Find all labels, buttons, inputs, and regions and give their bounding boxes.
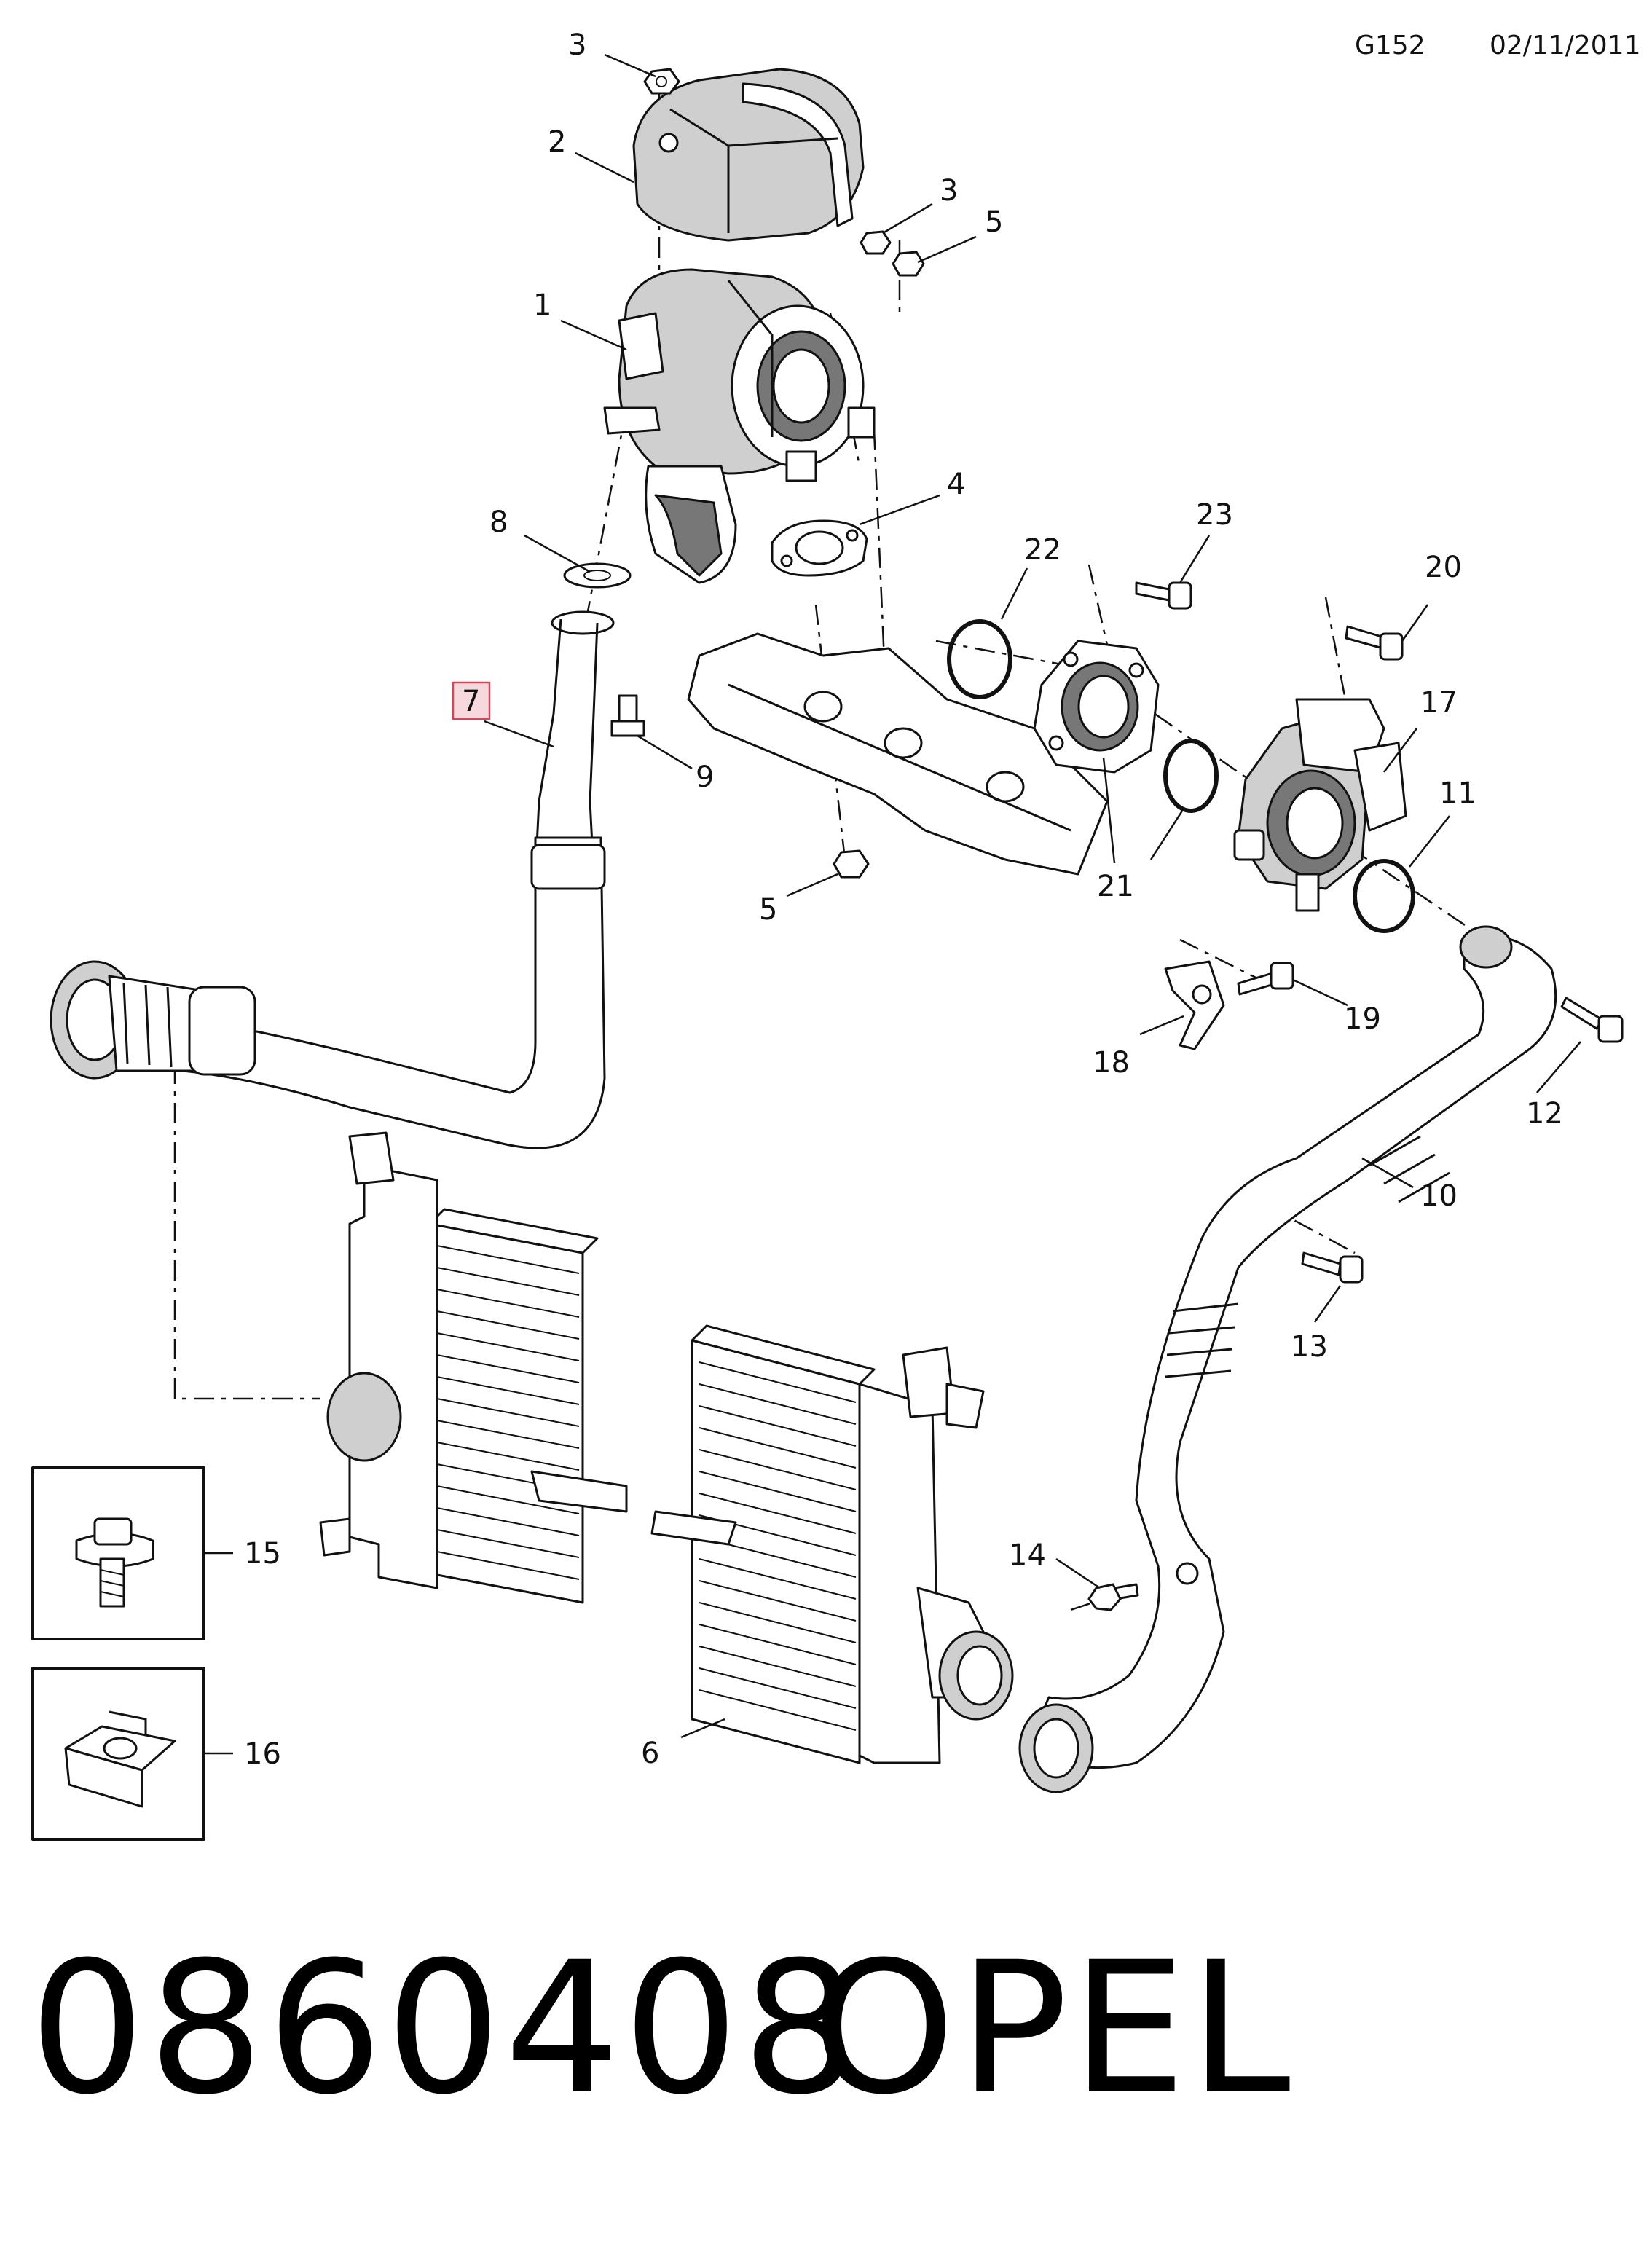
callout-9[interactable]: 9 [696,761,714,794]
leader-lines [204,53,1581,1755]
pipe-gasket-icon [551,562,632,635]
callout-21-left[interactable]: 21 [1097,870,1134,903]
callout-3-top[interactable]: 3 [568,28,586,62]
diagram-date: 02/11/2011 [1490,31,1641,60]
oil-pipe-icon [534,618,599,875]
callout-5-top[interactable]: 5 [985,205,1003,239]
highlight-box-7 [452,681,491,720]
intake-flange-icon [1033,640,1160,774]
bolt-icon [75,1517,154,1608]
callout-15[interactable]: 15 [244,1537,281,1571]
callout-22[interactable]: 22 [1024,533,1061,567]
callout-20[interactable]: 20 [1425,551,1462,584]
bolt-icon [1135,581,1192,610]
intercooler-icon [319,1131,628,1604]
callout-5-bottom[interactable]: 5 [759,893,777,927]
callout-16[interactable]: 16 [244,1737,281,1771]
bolt-icon [1087,1583,1139,1611]
charge-air-hose-icon [1018,925,1557,1793]
nut-icon [833,849,870,879]
callout-11[interactable]: 11 [1439,777,1476,810]
callout-3-right[interactable]: 3 [940,174,958,208]
exploded-view-drawing: 7 3 2 3 5 1 4 8 9 5 22 23 20 17 11 21 21… [31,28,1624,1841]
inset-box-16 [31,1667,205,1841]
callout-12[interactable]: 12 [1526,1097,1563,1131]
bolt-icon [1237,962,1294,996]
bolt-icon [1345,625,1404,661]
bolt-icon [1301,1251,1364,1284]
diagram-code: G152 [1355,31,1425,60]
intercooler-icon [650,1324,1014,1764]
brand-name: OPEL [812,1922,1294,2134]
turbocharger-icon [603,268,876,584]
callout-7[interactable]: 7 [462,685,480,718]
bracket-icon [1164,960,1225,1050]
heat-shield-icon [632,68,865,242]
gasket-icon [771,519,868,577]
bolt-icon [1560,997,1624,1043]
clip-nut-icon [64,1710,176,1808]
callout-labels: 7 3 2 3 5 1 4 8 9 5 22 23 20 17 11 21 21… [244,28,1563,1771]
o-ring-icon [1353,859,1415,933]
part-number: 0860408 [29,1922,861,2134]
throttle-body-icon [1233,698,1407,912]
callout-13[interactable]: 13 [1291,1330,1328,1364]
exhaust-manifold-icon [687,632,1109,876]
callout-23[interactable]: 23 [1196,498,1233,532]
inset-box-15 [31,1466,205,1640]
callout-6[interactable]: 6 [641,1737,659,1770]
callout-1[interactable]: 1 [533,288,551,322]
bolt-icon [610,694,645,737]
callout-10[interactable]: 10 [1420,1179,1458,1213]
callout-19[interactable]: 19 [1344,1002,1381,1036]
intercooler-fins [436,1245,580,1580]
o-ring-icon [1163,739,1219,813]
o-ring-icon [947,619,1012,699]
callout-18[interactable]: 18 [1093,1046,1130,1080]
callout-14[interactable]: 14 [1009,1538,1046,1572]
callout-4[interactable]: 4 [947,468,965,501]
callout-8[interactable]: 8 [489,506,508,539]
intercooler-fins [699,1361,857,1731]
charge-air-hose-icon [50,836,606,1149]
callout-2[interactable]: 2 [548,125,566,159]
callout-17[interactable]: 17 [1420,686,1458,720]
